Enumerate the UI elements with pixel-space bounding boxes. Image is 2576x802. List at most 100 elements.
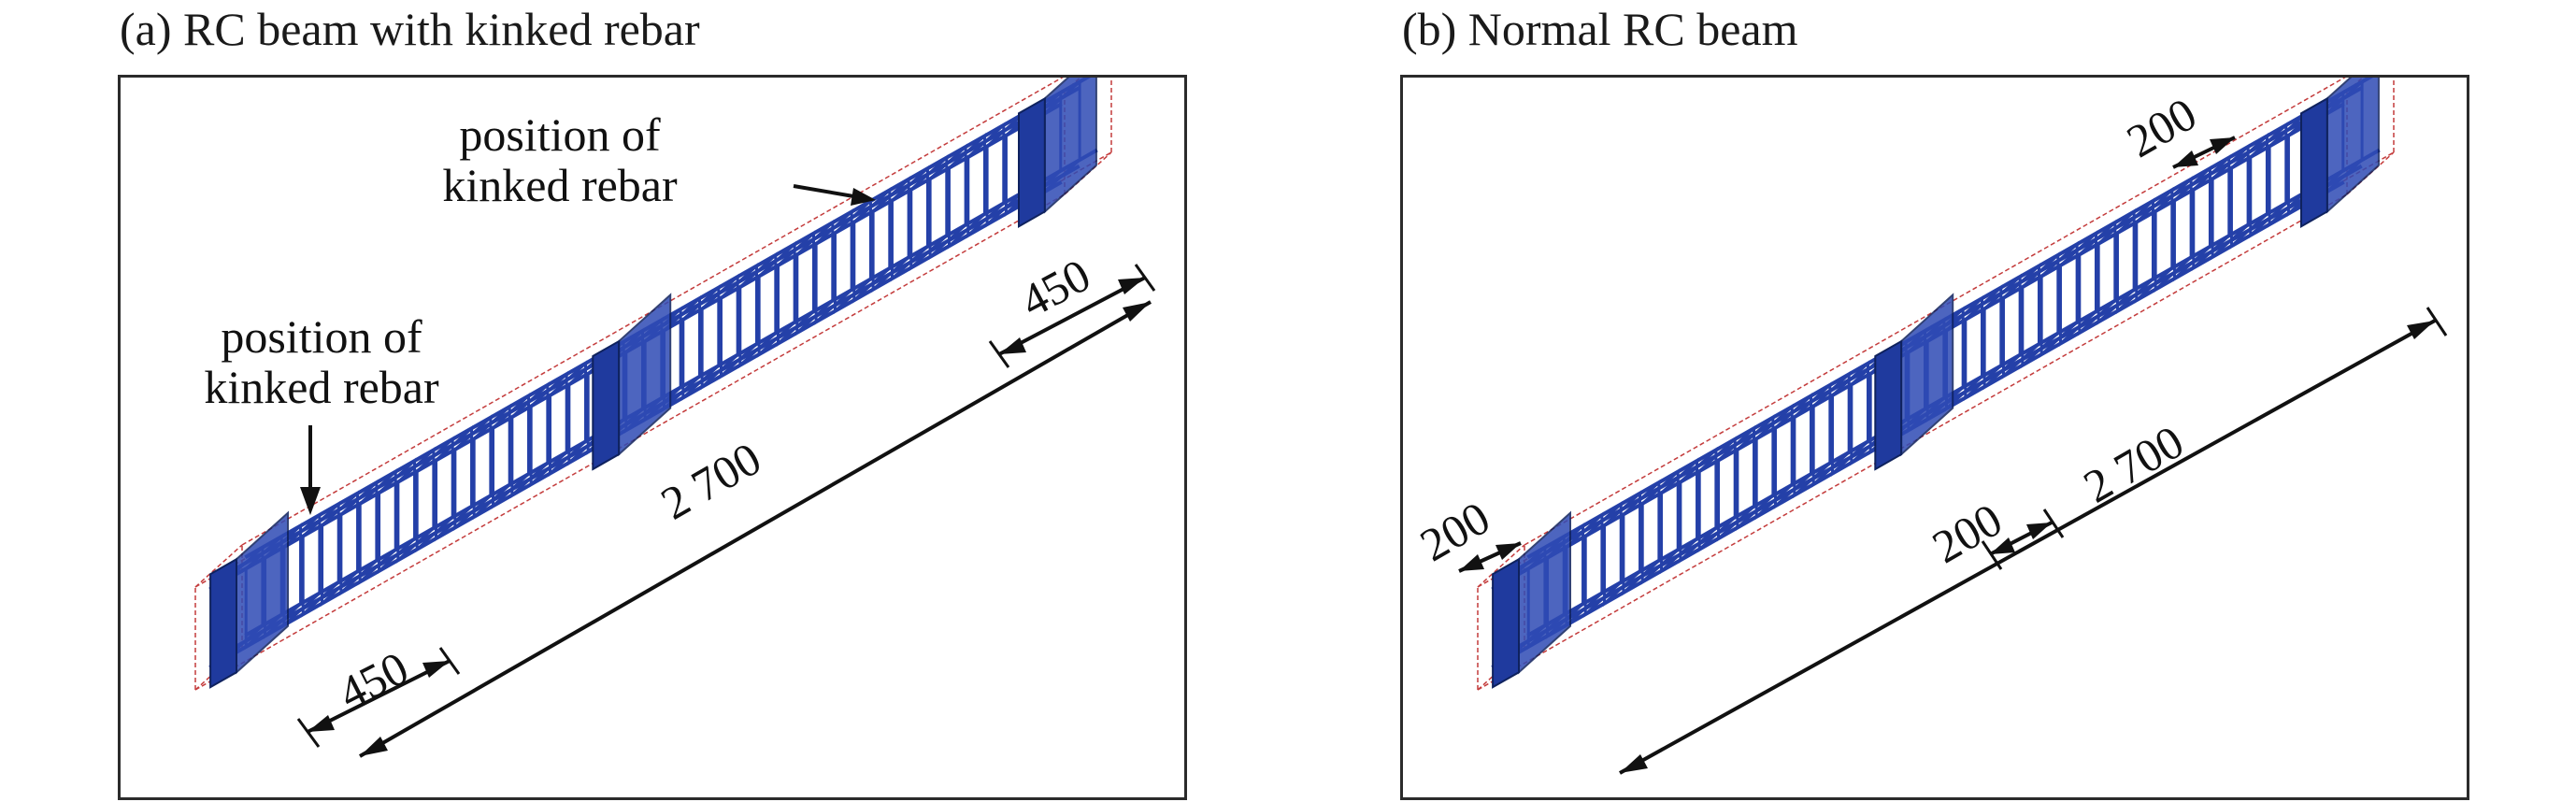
stirrup — [738, 251, 778, 369]
stirrup — [453, 414, 493, 531]
panel-a-title: (a) RC beam with kinked rebar — [120, 3, 700, 55]
concrete-edge — [241, 78, 1064, 546]
concrete-edge — [194, 544, 243, 588]
stirrup — [2229, 133, 2268, 250]
stirrup — [1679, 447, 1718, 564]
stirrup — [492, 393, 531, 509]
stirrup — [2001, 263, 2040, 380]
stirrup — [1831, 360, 1870, 477]
annotation-top-line1: position of — [459, 108, 661, 161]
stirrup — [2115, 197, 2154, 315]
stirrup — [1640, 468, 1680, 585]
stirrup — [1697, 436, 1737, 553]
concrete-edge — [1477, 544, 1525, 588]
stirrup — [378, 457, 417, 575]
annotation-left-line2: kinked rebar — [204, 361, 439, 413]
stirrup — [795, 219, 835, 337]
concrete-edge — [1524, 78, 2346, 546]
stirrup — [776, 230, 815, 347]
stirrup — [1754, 403, 1794, 521]
annotation-left-line1: position of — [221, 310, 422, 363]
stirrup — [472, 403, 511, 521]
steel-plate-side — [1043, 78, 1097, 214]
stirrup — [2058, 230, 2097, 347]
stirrup — [852, 186, 892, 304]
stirrup — [681, 284, 721, 401]
beam-a-drawing — [194, 78, 1112, 691]
stirrup — [1774, 393, 1813, 509]
steel-plate — [1018, 96, 1046, 228]
steel-plate-side — [236, 510, 289, 675]
stirrup — [2192, 154, 2231, 271]
annotation-left-arrow — [300, 425, 321, 515]
concrete-edge — [1477, 193, 2348, 691]
stirrup — [435, 424, 474, 542]
stirrup — [1583, 500, 1623, 618]
beam-a-diagram: position of kinked rebar position of kin… — [194, 78, 1156, 758]
stirrup — [2039, 240, 2079, 358]
stirrup — [871, 176, 910, 293]
steel-plate-side — [1518, 510, 1571, 675]
stirrup — [1793, 381, 1832, 499]
dim-end-right-line — [988, 264, 1156, 368]
annotation-top-arrow — [793, 184, 876, 206]
stirrup — [510, 381, 550, 499]
dim-length-label: 2 700 — [652, 432, 769, 530]
stirrup — [2078, 219, 2117, 337]
steel-plate — [592, 339, 621, 471]
stirrup — [719, 263, 758, 380]
stirrup — [966, 122, 1006, 239]
panel-b-title: (b) Normal RC beam — [1402, 3, 1798, 55]
stirrup — [529, 370, 568, 488]
dim-plate-right-line — [2172, 136, 2236, 169]
annotation-top-line2: kinked rebar — [442, 159, 678, 211]
stirrup — [339, 479, 379, 596]
stirrup — [2097, 208, 2136, 325]
stirrup — [549, 360, 588, 477]
stirrup — [2172, 165, 2211, 282]
stirrup — [321, 490, 360, 607]
steel-plate — [209, 557, 237, 689]
stirrup — [890, 165, 929, 282]
stirrup — [1660, 457, 1699, 575]
stirrup — [700, 273, 739, 391]
steel-plate-side — [618, 293, 672, 457]
stirrup — [1964, 284, 2003, 401]
stirrup — [909, 154, 949, 271]
steel-plate — [1874, 339, 1903, 471]
stirrup — [2135, 186, 2174, 304]
stirrup — [358, 468, 397, 585]
dim-end-left-label: 450 — [330, 641, 416, 720]
dim-length-line — [359, 300, 1152, 758]
stirrup — [396, 447, 436, 564]
stirrup — [301, 500, 340, 618]
steel-plate — [1492, 557, 1520, 689]
panel-a: position of kinked rebar position of kin… — [118, 75, 1187, 800]
steel-plate — [2300, 96, 2328, 228]
stirrup — [814, 208, 853, 325]
panel-b: 200 200 200 2 700 — [1400, 75, 2469, 800]
stirrup — [1982, 273, 2022, 391]
stirrup — [928, 143, 967, 261]
concrete-edge — [194, 193, 1066, 691]
stirrup — [415, 436, 454, 553]
beam-b-drawing — [1477, 78, 2395, 691]
stirrup — [2249, 122, 2288, 239]
stirrup — [2021, 251, 2060, 369]
stirrup — [2211, 143, 2250, 261]
stirrup — [2154, 176, 2193, 293]
stirrup — [1736, 414, 1775, 531]
stirrup — [1811, 370, 1851, 488]
dim-length-line — [1619, 307, 2448, 775]
dim-length-label: 2 700 — [2075, 415, 2192, 513]
stirrup — [1717, 424, 1756, 542]
stirrup — [757, 240, 796, 358]
dim-end-left-line — [296, 647, 461, 748]
dim-plate-left-line — [1458, 541, 1522, 573]
beam-b-diagram: 200 200 200 2 700 — [1411, 78, 2448, 775]
stirrup — [1622, 479, 1661, 596]
stirrup — [1603, 490, 1642, 607]
stirrup — [947, 133, 986, 250]
dim-end-right-label: 450 — [1012, 249, 1099, 328]
steel-plate-side — [1900, 293, 1954, 457]
